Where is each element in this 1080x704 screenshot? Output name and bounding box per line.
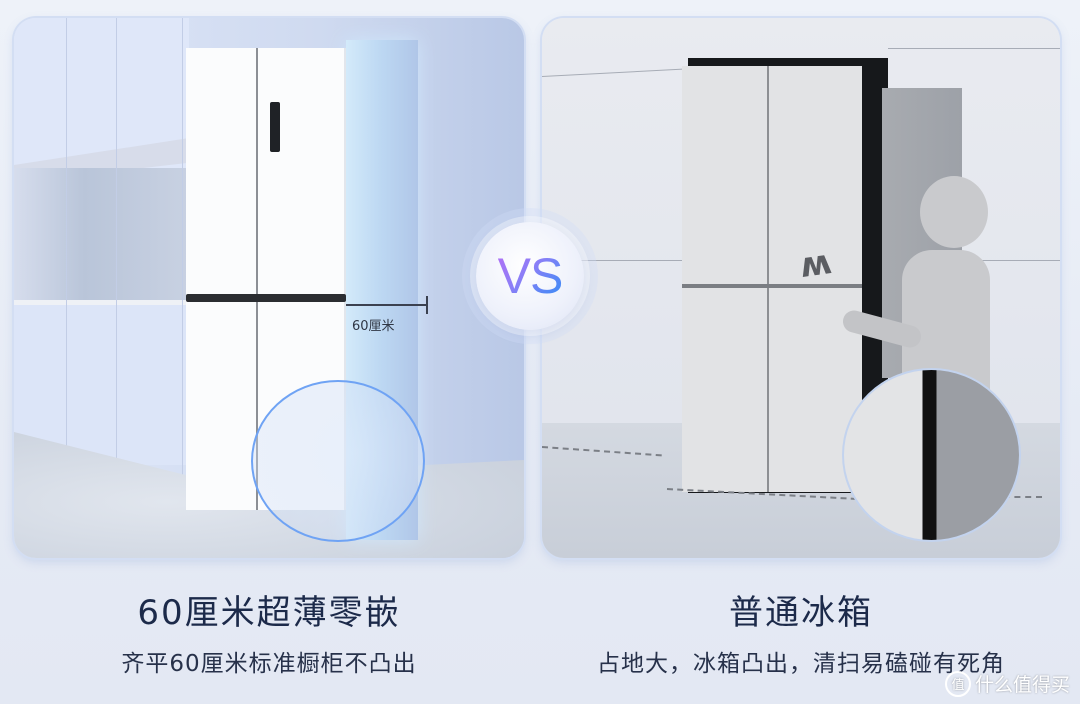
- fridge-display-panel: [270, 102, 280, 152]
- right-subtitle: 占地大，冰箱凸出，清扫易磕碰有死角: [597, 651, 1005, 677]
- left-title: 60厘米超薄零嵌: [137, 593, 401, 633]
- lower-cabinet: [14, 305, 189, 465]
- protrusion-detail-magnifier-circle: [842, 368, 1021, 542]
- left-subtitle: 齐平60厘米标准橱柜不凸出: [121, 651, 417, 677]
- wall-tile-line: [888, 48, 1060, 49]
- fridge-handle-bar: [682, 284, 862, 288]
- cabinet-niche: [14, 168, 189, 303]
- bump-impact-icon: ʍ: [797, 242, 835, 286]
- fridge-handle-bar: [186, 294, 346, 302]
- depth-measure-label: 60厘米: [352, 319, 395, 334]
- right-title: 普通冰箱: [729, 593, 873, 633]
- door-split: [256, 48, 258, 510]
- ordinary-fridge-panel: ʍ: [542, 18, 1060, 558]
- door-split: [767, 66, 769, 492]
- flush-detail-magnifier-circle: [251, 380, 425, 542]
- watermark-text: 什么值得买: [974, 674, 1070, 696]
- cabinet-seam: [182, 18, 183, 558]
- ordinary-fridge-illustration: [682, 66, 862, 492]
- watermark-logo-icon: 值: [944, 670, 971, 697]
- cabinet-seam: [66, 18, 67, 558]
- zero-embed-fridge-panel: 60厘米: [14, 18, 524, 558]
- niche-shelf: [14, 300, 189, 305]
- footprint-dashed-line: [982, 496, 1042, 498]
- depth-measure-tick: [426, 296, 428, 314]
- vs-badge: VS: [476, 222, 584, 330]
- depth-measure-line: [346, 304, 428, 306]
- wall-tile-line: [542, 67, 702, 77]
- cabinet-seam: [116, 18, 117, 558]
- vs-label: VS: [497, 248, 564, 304]
- person-figure-head: [920, 176, 988, 248]
- watermark: 值 什么值得买: [944, 670, 1070, 697]
